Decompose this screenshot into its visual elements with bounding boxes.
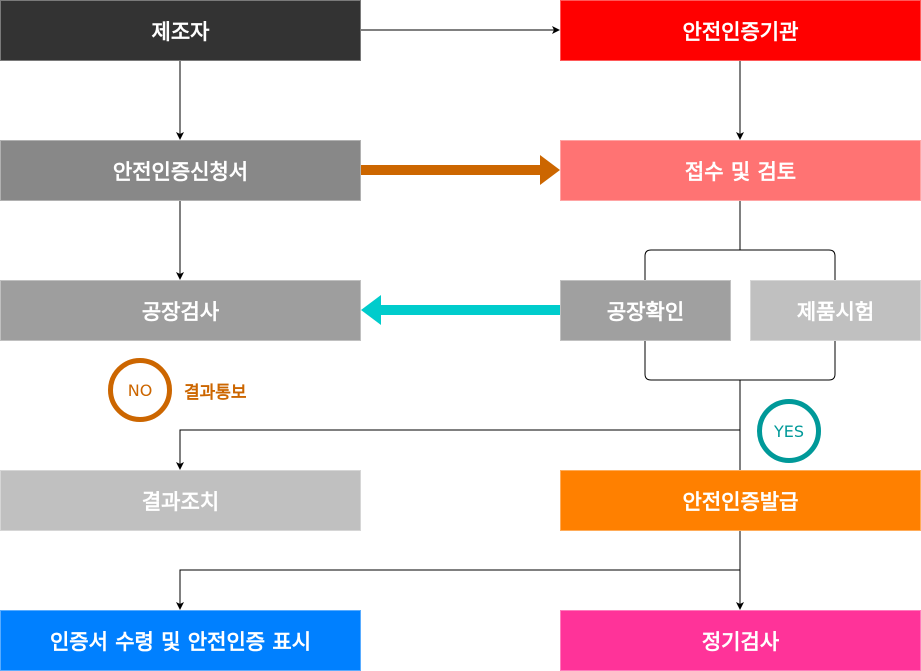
node-factory-inspection[interactable]: 공장검사 xyxy=(0,280,361,341)
node-label: 안전인증기관 xyxy=(682,19,799,44)
node-label: 공장확인 xyxy=(606,299,685,324)
decision-no-label: NO xyxy=(127,380,153,400)
decision-no-badge: NO xyxy=(108,358,172,422)
node-issuance[interactable]: 안전인증발급 xyxy=(560,470,921,531)
connector-to-corrective-action xyxy=(176,429,740,470)
node-label: 인증서 수령 및 안전인증 표시 xyxy=(49,629,312,654)
node-label: 제품시험 xyxy=(796,299,875,324)
node-periodic-inspection[interactable]: 정기검사 xyxy=(560,610,921,671)
connector-issuance-to-receipt xyxy=(176,569,740,610)
node-label: 결과조치 xyxy=(141,489,220,514)
node-label: 정기검사 xyxy=(701,629,780,654)
node-label: 안전인증신청서 xyxy=(112,159,249,184)
node-label: 안전인증발급 xyxy=(682,489,799,514)
node-label: 공장검사 xyxy=(141,299,220,324)
arrow-factory-check-to-inspection xyxy=(361,295,560,325)
node-application[interactable]: 안전인증신청서 xyxy=(0,140,361,201)
node-receipt-marking[interactable]: 인증서 수령 및 안전인증 표시 xyxy=(0,610,361,671)
result-notice-label: 결과통보 xyxy=(184,383,247,403)
node-corrective-action[interactable]: 결과조치 xyxy=(0,470,361,531)
node-factory-check[interactable]: 공장확인 xyxy=(560,280,731,341)
decision-yes-label: YES xyxy=(773,421,805,441)
node-review[interactable]: 접수 및 검토 xyxy=(560,140,921,201)
node-manufacturer[interactable]: 제조자 xyxy=(0,0,361,61)
node-product-test[interactable]: 제품시험 xyxy=(750,280,921,341)
decision-yes-badge: YES xyxy=(757,399,821,463)
node-label: 제조자 xyxy=(151,19,210,44)
arrow-application-to-review xyxy=(361,155,560,185)
node-cert-body[interactable]: 안전인증기관 xyxy=(560,0,921,61)
node-label: 접수 및 검토 xyxy=(684,159,797,184)
